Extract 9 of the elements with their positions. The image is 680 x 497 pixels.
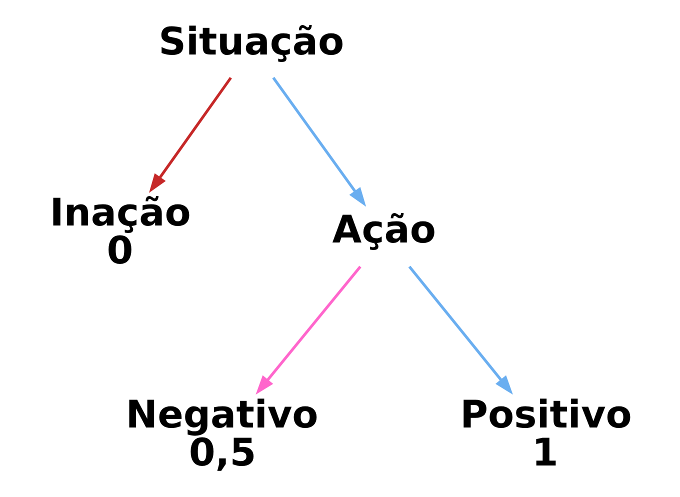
arrow (255, 266, 361, 395)
node-text: Positivo 1 (460, 392, 632, 475)
node-text: Ação (332, 208, 436, 252)
arrow (272, 76, 366, 207)
node-text: Inação 0 (49, 190, 190, 272)
node-text: Situação (158, 19, 344, 64)
node-text: Negativo 0,5 (125, 392, 318, 475)
arrow (148, 76, 232, 193)
arrow (408, 266, 512, 395)
